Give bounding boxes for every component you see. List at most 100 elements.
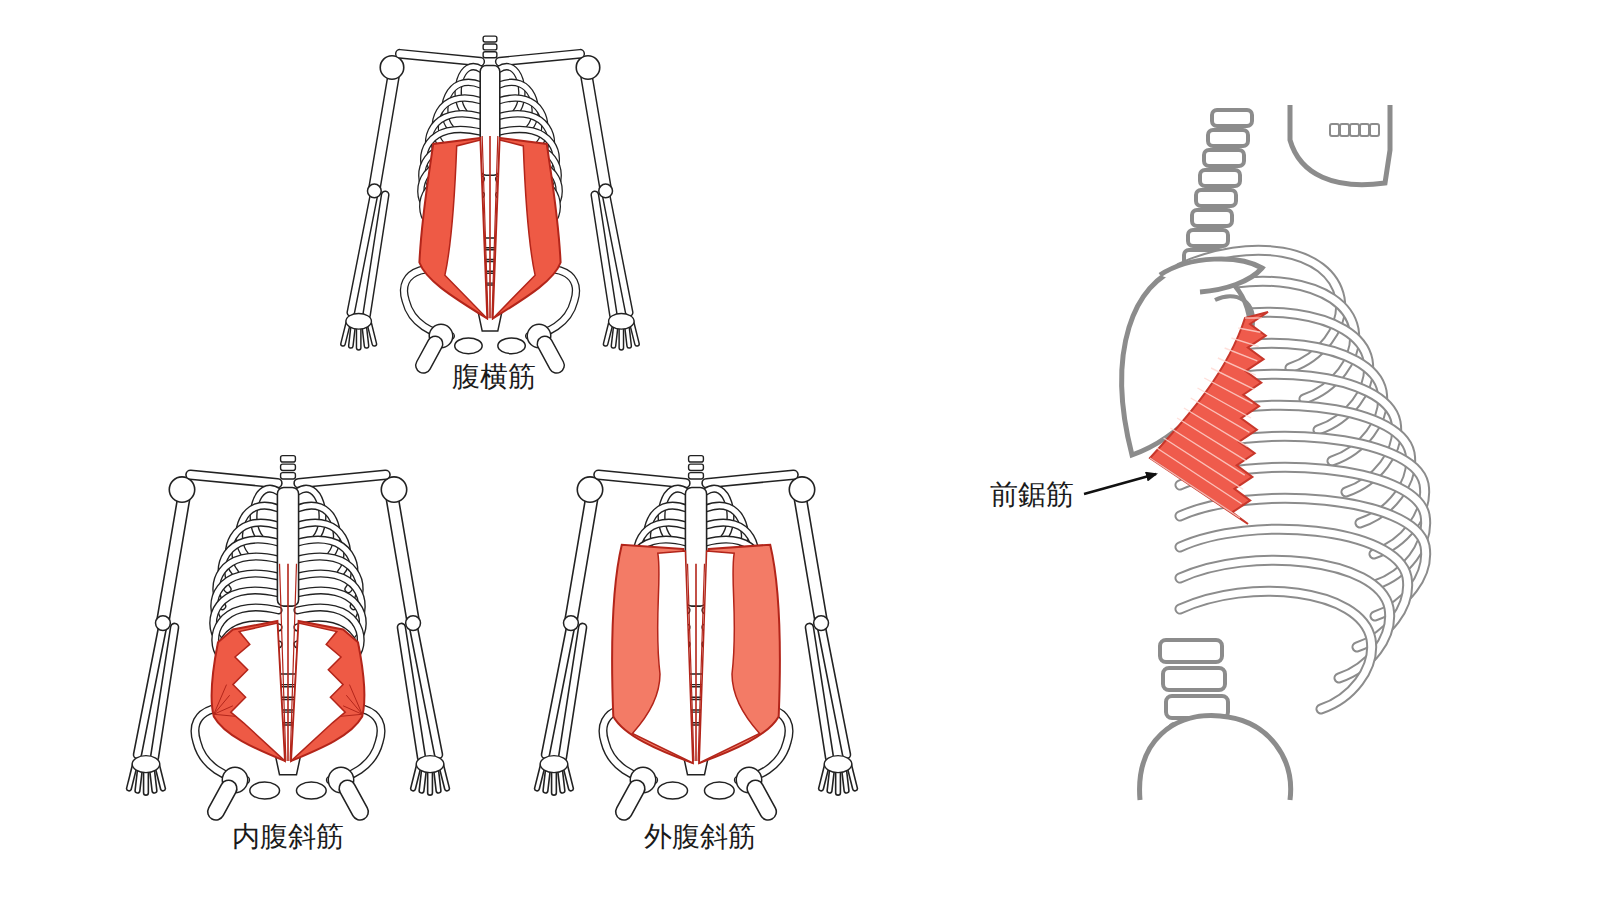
muscle-fiber	[1231, 338, 1258, 347]
pubic-foramen	[250, 782, 280, 799]
bone	[707, 475, 794, 483]
bone-outline	[299, 475, 386, 483]
vertebra	[1208, 130, 1248, 146]
bone	[598, 475, 685, 483]
bone	[499, 67, 522, 113]
bone	[400, 54, 480, 62]
shoulder	[577, 477, 602, 502]
bone-outline	[1180, 591, 1372, 709]
bone	[595, 195, 614, 316]
bone-outline	[190, 475, 277, 483]
bone-outline	[571, 496, 592, 621]
muscle-fiber	[214, 695, 230, 714]
pubic-foramen	[658, 782, 688, 799]
vertebra	[483, 44, 497, 50]
elbow	[814, 616, 829, 631]
linea-alba	[698, 564, 704, 761]
shoulder	[169, 477, 194, 502]
muscle-fiber	[1191, 398, 1250, 432]
muscle-fiber	[1238, 328, 1260, 332]
pubic-foramen	[296, 782, 326, 799]
bone	[423, 344, 435, 366]
bone-outline	[499, 67, 522, 113]
bone	[1180, 591, 1372, 709]
bone-outline	[400, 54, 480, 62]
muscle-label: 前鋸筋	[990, 478, 1074, 512]
tooth	[1360, 124, 1369, 136]
bone-outline	[755, 788, 768, 811]
pubic-foramen	[704, 782, 734, 799]
transverse-abdominis-figure	[343, 36, 637, 365]
bone-outline	[401, 627, 421, 757]
linea-alba	[280, 564, 286, 761]
tooth	[1370, 124, 1379, 136]
wrist	[132, 756, 160, 773]
muscle-label: 外腹斜筋	[644, 820, 756, 854]
bone-outline	[809, 627, 829, 757]
bone-outline	[500, 54, 580, 62]
linea-alba	[489, 136, 491, 318]
tooth	[1350, 124, 1359, 136]
bone	[500, 54, 580, 62]
vertebra	[1192, 210, 1232, 226]
internal-oblique-figure	[129, 456, 447, 812]
wrist	[824, 756, 852, 773]
bone-outline	[163, 496, 184, 621]
bone-outline	[662, 489, 687, 539]
vertebra	[281, 456, 296, 462]
muscle	[699, 545, 780, 763]
serratus-anterior	[1150, 312, 1268, 524]
bone-outline	[458, 67, 481, 113]
vertebra	[1204, 150, 1244, 166]
bone	[800, 496, 821, 621]
muscle-fiber	[1184, 408, 1248, 447]
bone-outline	[707, 475, 794, 483]
skull	[1290, 105, 1390, 185]
vertebra	[483, 36, 497, 42]
muscle-fiber	[1245, 317, 1262, 318]
muscle-fiber	[343, 706, 362, 714]
bone-outline	[216, 788, 229, 811]
linea-alba	[688, 564, 694, 761]
bone	[254, 489, 279, 539]
muscle-fiber	[340, 714, 362, 716]
bone	[298, 489, 323, 539]
vertebra	[689, 473, 704, 479]
bone-outline	[374, 73, 394, 189]
bone	[571, 496, 592, 621]
muscle-label: 内腹斜筋	[232, 820, 344, 854]
vertebra	[483, 52, 497, 58]
linea-alba	[695, 564, 697, 761]
pubic-foramen	[498, 338, 525, 354]
muscle-fiber	[214, 714, 236, 716]
tooth	[1340, 124, 1349, 136]
bone-outline	[154, 627, 174, 757]
wrist	[416, 756, 444, 773]
muscle-fiber	[1198, 388, 1252, 418]
bone-outline	[298, 489, 323, 539]
bone	[392, 496, 413, 621]
bone	[154, 627, 174, 757]
elbow	[156, 616, 171, 631]
aponeurosis	[699, 551, 759, 763]
bone-outline	[562, 627, 582, 757]
linea-alba	[287, 564, 289, 761]
bone-outline	[624, 788, 637, 811]
wrist	[540, 756, 568, 773]
linea-alba	[482, 136, 488, 318]
vertebra	[1188, 230, 1228, 246]
shoulder	[576, 56, 600, 80]
vertebra	[689, 456, 704, 462]
external-oblique-figure	[537, 456, 855, 812]
elbow	[599, 184, 613, 198]
linea-alba	[492, 136, 498, 318]
elbow	[564, 616, 579, 631]
muscle-fiber	[1164, 438, 1244, 489]
bone	[624, 788, 637, 811]
muscle	[612, 545, 693, 763]
vertebra	[1196, 190, 1236, 206]
vertebra	[1212, 110, 1252, 126]
muscle-fiber	[1157, 448, 1242, 504]
